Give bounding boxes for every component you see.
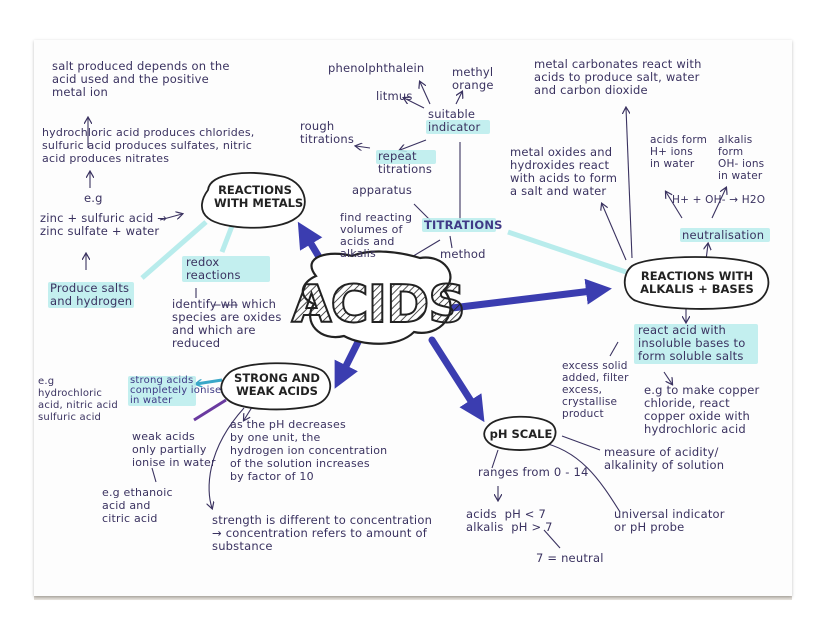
note-apparatus: apparatus	[352, 183, 413, 197]
arrow-to-strength	[334, 338, 362, 389]
highlight-indicator	[426, 120, 490, 134]
note-metal-oxides: metal oxides and hydroxides react with a…	[510, 145, 618, 198]
note-weak-examples: e.g ethanoic acid and citric acid	[102, 486, 173, 525]
highlight-titrations	[422, 218, 496, 232]
note-universal-indicator: universal indicator or pH probe	[614, 507, 725, 534]
line-equation-metals	[159, 214, 182, 221]
label-reactions-with-metals: REACTIONS WITH METALS	[214, 183, 304, 210]
note-methyl-orange: methyl orange	[452, 65, 494, 92]
arrow-to-alkalis	[448, 278, 612, 312]
note-acid-products: hydrochloric acid produces chlorides, su…	[42, 126, 255, 165]
note-identify-species: identify ̶w̶h̶ which species are oxides …	[172, 297, 282, 350]
note-titrations: TITRATIONS	[424, 218, 503, 232]
note-phenolphthalein: phenolphthalein	[328, 61, 425, 75]
note-repeat-titrations: repeat titrations	[378, 149, 433, 176]
note-insoluble-bases: react acid with insoluble bases to form …	[638, 323, 746, 363]
note-metal-carbonates: metal carbonates react with acids to pro…	[534, 57, 702, 97]
note-redox: redox reactions	[186, 255, 241, 282]
note-alkalis-form-oh: alkalis form OH- ions in water	[718, 134, 765, 182]
note-strong-acids: strong acids completely ionise in water	[130, 375, 222, 406]
note-excess-solid: excess solid added, filter excess, cryst…	[562, 360, 629, 420]
line-indicator-methyl	[455, 92, 462, 105]
line-alkalis-oxides	[602, 204, 627, 261]
bubble-metals-outline	[201, 172, 306, 229]
line-titrations-method	[449, 235, 453, 249]
label-strong-weak-acids: STRONG AND WEAK ACIDS	[234, 371, 320, 398]
note-eg: e.g	[84, 191, 103, 205]
note-acids-form-h: acids form H+ ions in water	[650, 134, 708, 170]
bubble-alkalis-outline	[623, 256, 770, 310]
line-indicator-repeat	[400, 139, 427, 150]
paper-shadow	[34, 592, 792, 600]
line-indicator-litmus	[404, 98, 425, 109]
note-neutral: 7 = neutral	[536, 551, 604, 565]
note-measure-acidity: measure of acidity/ alkalinity of soluti…	[604, 445, 725, 472]
central-acids-title: ACIDS	[291, 275, 464, 335]
line-repeat-rough	[356, 146, 371, 148]
note-strong-examples: e.g hydrochloric acid, nitric acid sulfu…	[38, 376, 118, 423]
note-ph-decreases: as the pH decreases by one unit, the hyd…	[230, 418, 388, 483]
line-insoluble-copper	[663, 371, 672, 384]
note-neutralisation: neutralisation	[682, 228, 765, 242]
note-ionic-equation: H+ + OH- → H2O	[672, 194, 766, 206]
bubble-ph-outline	[483, 415, 557, 451]
line-indicator-phenol	[420, 82, 431, 105]
teal-line-metals-products	[140, 220, 208, 280]
arrow-to-ph	[428, 336, 485, 423]
line-alkalis-carbonates	[626, 108, 633, 259]
note-litmus: litmus	[376, 89, 413, 103]
note-ranges: ranges from 0 - 14	[478, 465, 589, 479]
line-centre-titrations	[409, 239, 441, 259]
line-values-neutral	[543, 529, 561, 549]
highlight-products	[48, 282, 134, 308]
line-neutral-alkalis	[711, 188, 726, 219]
note-acid-alkali-ph: acids pH < 7 alkalis pH > 7	[466, 507, 553, 534]
highlight-insoluble	[634, 324, 758, 364]
line-titrations-apparatus	[413, 203, 431, 221]
bubble-strength-outline	[220, 362, 332, 411]
label-ph-scale: pH SCALE	[489, 427, 553, 441]
note-find-volumes: find reacting volumes of acids and alkal…	[340, 211, 413, 260]
line-ph-range	[491, 449, 499, 469]
line-neutral-acids	[666, 192, 683, 219]
teal-line-strong	[196, 378, 223, 384]
purple-line-weak	[193, 398, 227, 422]
note-weak-acids: weak acids only partially ionise in wate…	[132, 430, 216, 469]
teal-line-titrations-to-alkalis	[507, 229, 627, 275]
note-zinc-equation: zinc + sulfuric acid → zinc sulfate + wa…	[40, 211, 168, 238]
highlight-neutralisation	[680, 228, 770, 242]
note-suitable-indicator: suitable indicator	[428, 107, 481, 134]
highlight-redox	[182, 256, 270, 282]
line-ph-measure	[561, 435, 601, 451]
note-salt-depends: salt produced depends on the acid used a…	[52, 59, 230, 99]
highlight-strong	[128, 376, 196, 406]
note-strength-vs-concentration: strength is different to concentration →…	[212, 513, 433, 553]
note-method: method	[440, 247, 486, 261]
line-ph-universal	[539, 441, 621, 513]
line-insoluble-excess	[609, 341, 619, 357]
highlight-repeat	[376, 150, 436, 164]
line-strength-difference	[209, 407, 245, 508]
note-copper-chloride: e.g to make copper chloride, react coppe…	[644, 383, 760, 436]
note-produce-salts: Produce salts and hydrogen	[50, 281, 133, 308]
note-rough-titrations: rough titrations	[300, 119, 355, 146]
label-reactions-with-alkalis: REACTIONS WITH ALKALIS + BASES	[640, 269, 754, 296]
line-weak-eg	[151, 467, 157, 483]
teal-line-redox	[219, 225, 235, 253]
central-blob-outline	[301, 250, 452, 345]
